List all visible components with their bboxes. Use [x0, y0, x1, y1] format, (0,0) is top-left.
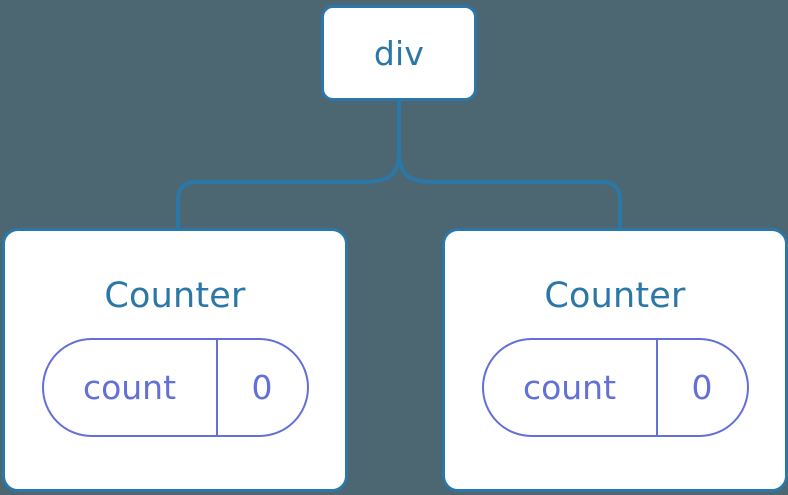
node-counter-left-label: Counter	[104, 276, 246, 316]
state-value-left: 0	[218, 340, 307, 435]
state-pill-right[interactable]: count 0	[481, 338, 749, 437]
node-counter-left[interactable]: Counter count 0	[2, 228, 348, 492]
state-key-left-label: count	[82, 368, 177, 407]
state-value-right: 0	[658, 340, 747, 435]
state-pill-left[interactable]: count 0	[41, 338, 309, 437]
state-key-right-label: count	[522, 368, 617, 407]
connector-branch-left	[176, 150, 401, 230]
node-div-label: div	[373, 33, 425, 73]
node-counter-right-label: Counter	[544, 276, 686, 316]
node-counter-right[interactable]: Counter count 0	[442, 228, 788, 492]
state-key-right: count	[484, 340, 658, 435]
state-value-left-label: 0	[251, 368, 273, 407]
state-value-right-label: 0	[691, 368, 713, 407]
state-key-left: count	[44, 340, 218, 435]
connector-branch-right	[397, 150, 622, 230]
node-div[interactable]: div	[321, 5, 477, 101]
